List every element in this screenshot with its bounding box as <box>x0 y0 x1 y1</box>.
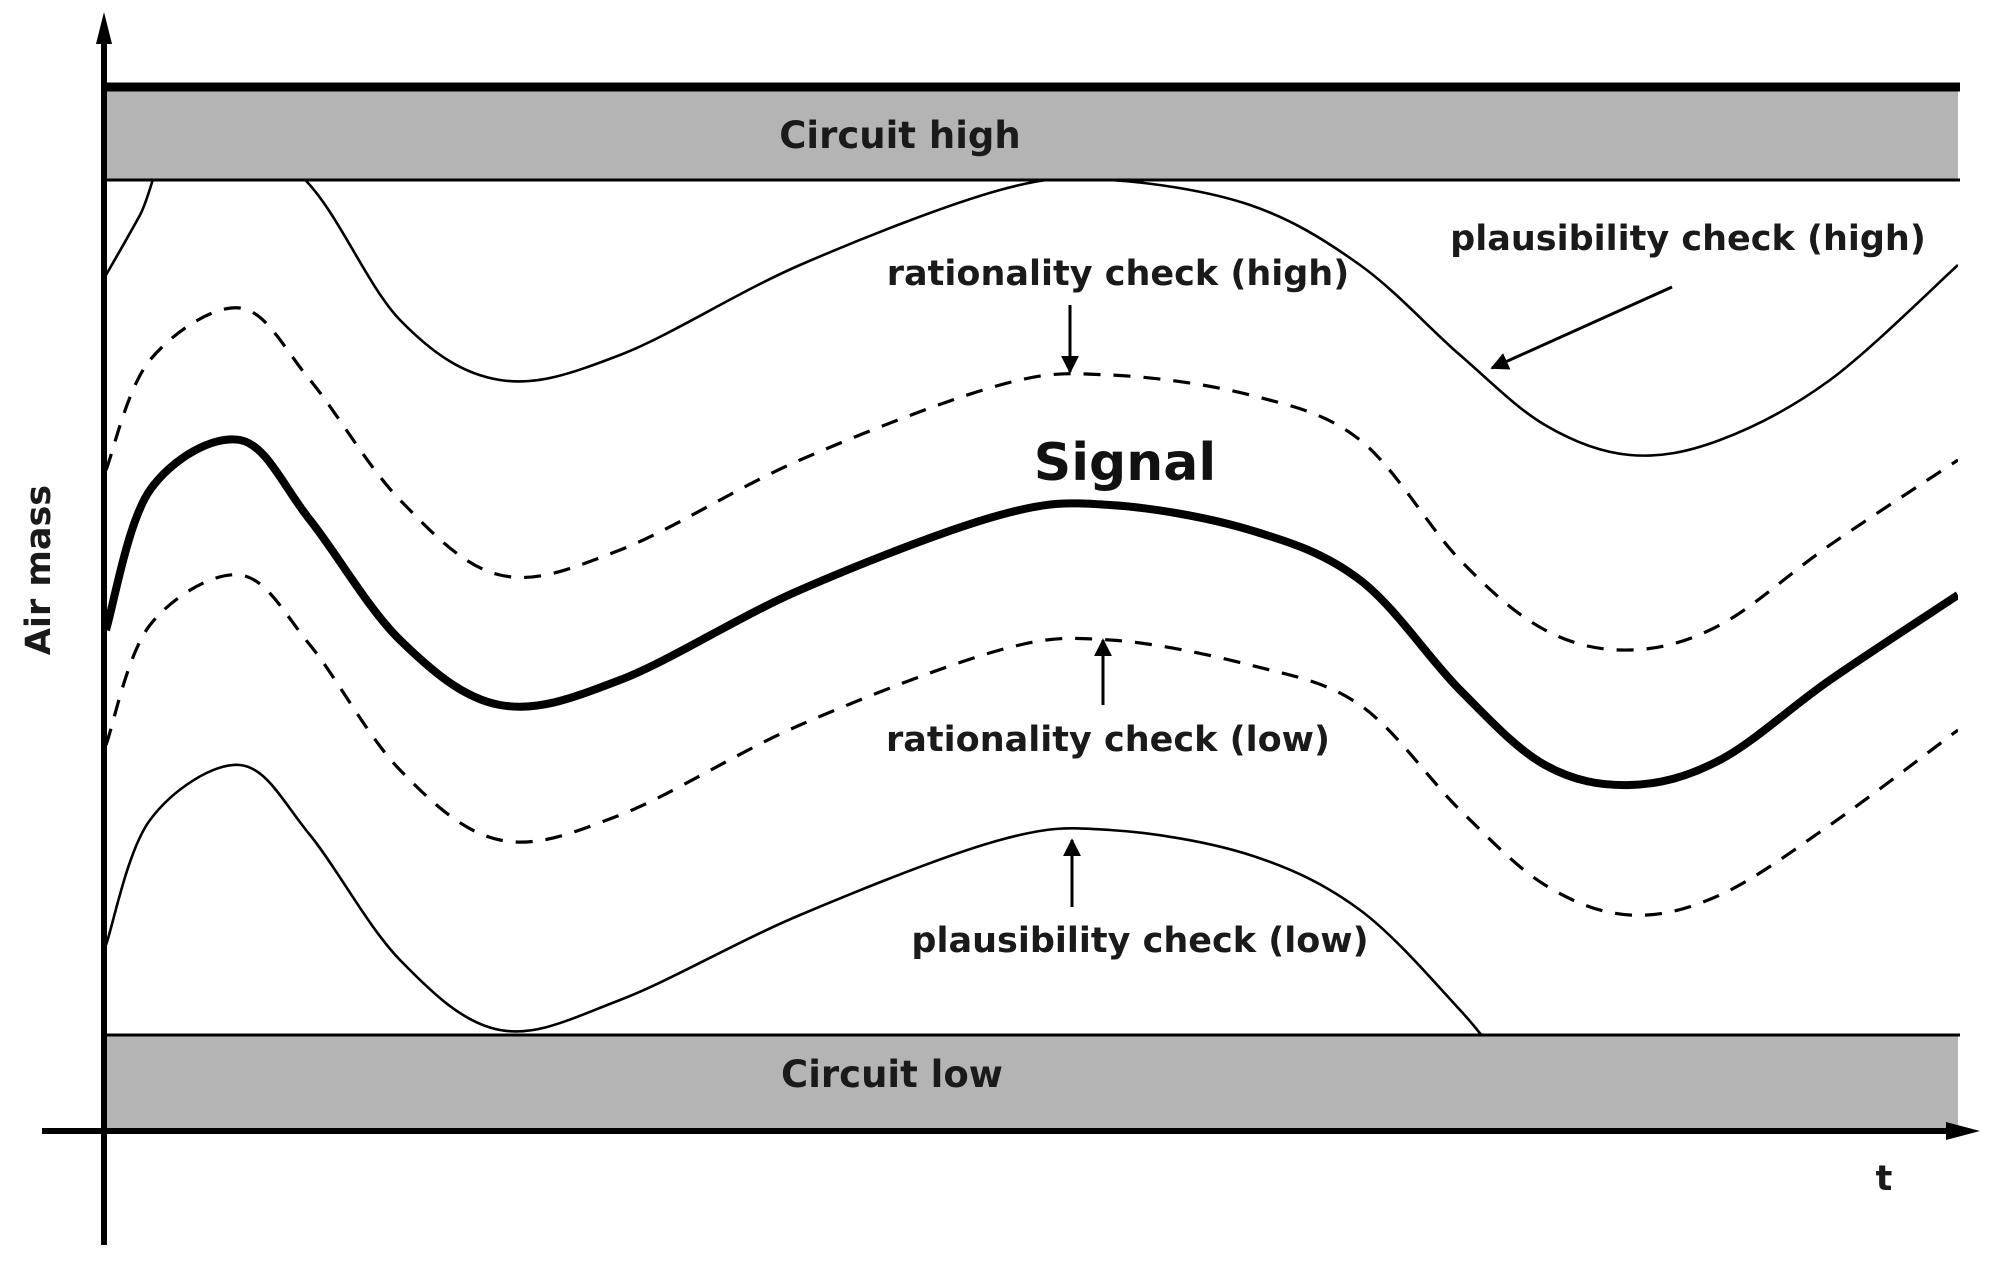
plausibility-high-curve <box>106 180 1958 457</box>
plausibility-low-label: plausibility check (low) <box>911 921 1368 961</box>
curves-group <box>106 180 1958 1035</box>
annotations: Signal rationality check (high) rational… <box>886 219 1926 961</box>
y-axis-arrowhead <box>96 12 112 44</box>
plausibility-high-arrow <box>1490 285 1673 370</box>
axes: Air mass t <box>19 12 1980 1245</box>
plausibility-high-label: plausibility check (high) <box>1450 219 1926 259</box>
circuit-low-label: Circuit low <box>781 1053 1003 1096</box>
x-axis-arrowhead <box>1946 1122 1980 1140</box>
circuit-high-label: Circuit high <box>779 114 1020 157</box>
y-axis-label: Air mass <box>19 485 59 655</box>
circuit-high-band: Circuit high <box>106 82 1960 182</box>
signal-label: Signal <box>1034 433 1216 493</box>
plausibility-low-curve <box>106 763 1484 1035</box>
rationality-high-label: rationality check (high) <box>887 254 1349 294</box>
rationality-high-curve <box>106 306 1958 652</box>
signal-curve <box>106 435 1958 790</box>
x-axis-label: t <box>1876 1159 1893 1199</box>
rationality-low-curve <box>106 573 1958 917</box>
circuit-low-band: Circuit low <box>106 1033 1960 1129</box>
rationality-low-label: rationality check (low) <box>886 720 1330 760</box>
